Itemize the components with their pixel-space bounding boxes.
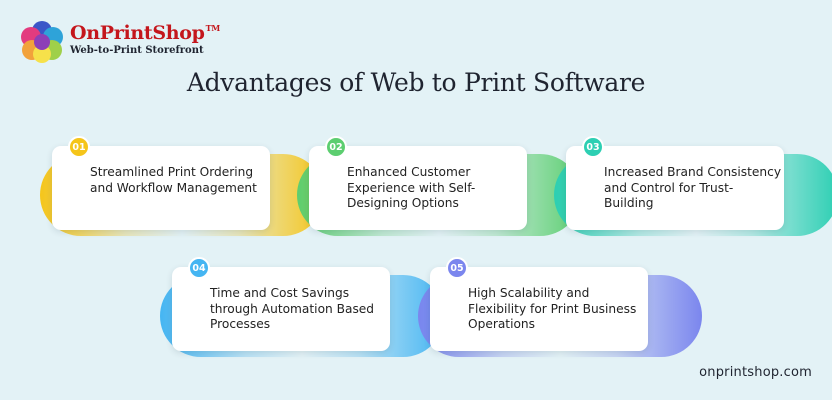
card-body: Increased Brand Consistency and Control … <box>566 146 784 230</box>
number-badge: 02 <box>325 136 347 158</box>
brand-tagline: Web-to-Print Storefront <box>70 45 204 56</box>
page-title: Advantages of Web to Print Software <box>186 68 646 97</box>
card-body: High Scalability and Flexibility for Pri… <box>430 267 648 351</box>
card-text: Time and Cost Savings through Automation… <box>210 286 375 331</box>
card-text: High Scalability and Flexibility for Pri… <box>468 286 637 331</box>
brand-name: OnPrintShopTM <box>70 22 220 44</box>
card-body: Time and Cost Savings through Automation… <box>172 267 390 351</box>
trademark-mark: TM <box>205 23 221 33</box>
logo-mark-icon <box>21 21 63 63</box>
website-url: onprintshop.com <box>699 365 812 380</box>
number-badge: 04 <box>188 257 210 279</box>
card-body: Streamlined Print Ordering and Workflow … <box>52 146 270 230</box>
card-text: Enhanced Customer Experience with Self-D… <box>347 165 476 210</box>
number-badge: 01 <box>68 136 90 158</box>
advantage-card-3: Increased Brand Consistency and Control … <box>554 136 832 246</box>
brand-logo: OnPrintShopTM Web-to-Print Storefront <box>20 20 260 64</box>
number-badge: 05 <box>446 257 468 279</box>
card-text: Streamlined Print Ordering and Workflow … <box>90 165 257 195</box>
card-body: Enhanced Customer Experience with Self-D… <box>309 146 527 230</box>
advantage-card-1: Streamlined Print Ordering and Workflow … <box>40 136 324 246</box>
number-badge: 03 <box>582 136 604 158</box>
advantage-card-4: Time and Cost Savings through Automation… <box>160 257 444 367</box>
card-text: Increased Brand Consistency and Control … <box>604 165 782 210</box>
advantage-card-5: High Scalability and Flexibility for Pri… <box>418 257 702 367</box>
advantage-card-2: Enhanced Customer Experience with Self-D… <box>297 136 581 246</box>
